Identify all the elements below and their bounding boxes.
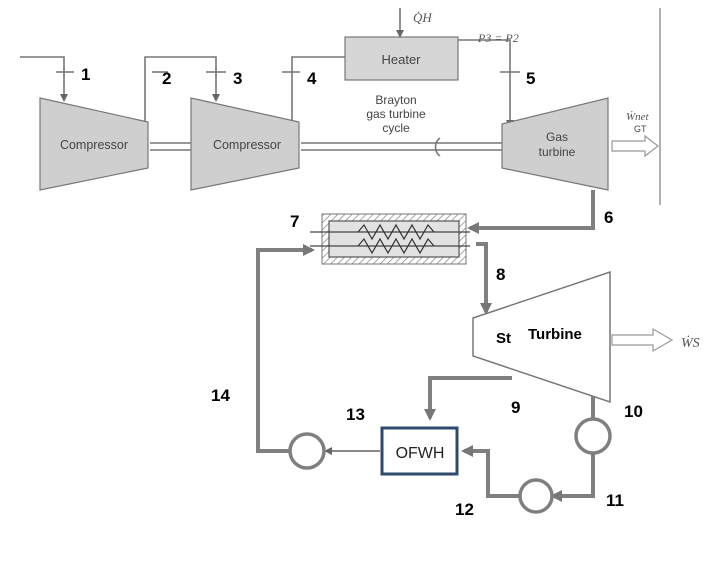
compressor-2-label: Compressor — [213, 138, 281, 152]
state-11: 11 — [606, 491, 624, 510]
steam-turbine — [472, 270, 611, 404]
state-6: 6 — [604, 208, 613, 227]
state-5: 5 — [526, 69, 535, 88]
gas-turbine-label-1: Gas — [546, 130, 568, 144]
gas-turbine-label-2: turbine — [539, 145, 576, 159]
heater-label: Heater — [381, 52, 421, 67]
brayton-caption-3: cycle — [382, 121, 410, 135]
brayton-pipes — [20, 8, 520, 157]
gas-turbine — [501, 97, 609, 191]
gt-work-arrow — [611, 134, 659, 158]
pump-low-pressure — [518, 478, 554, 514]
state-9: 9 — [511, 398, 520, 417]
pump-condensate — [574, 417, 612, 455]
state-3: 3 — [233, 69, 242, 88]
gt-work-subscript: GT — [634, 124, 647, 134]
st-work-symbol: ẆS — [681, 334, 700, 351]
compressor-1-label: Compressor — [60, 138, 128, 152]
state-13: 13 — [346, 405, 365, 424]
brayton-caption-2: gas turbine — [366, 107, 426, 121]
st-work-arrow — [611, 327, 674, 353]
brayton-caption-1: Brayton — [375, 93, 416, 107]
heater — [344, 36, 459, 81]
heat-exchanger — [310, 213, 470, 265]
steam-turbine-st-label: St — [496, 330, 511, 347]
state-7: 7 — [290, 212, 299, 231]
state-8: 8 — [496, 265, 505, 284]
compressor-2 — [190, 97, 300, 191]
pressure-equation: P3 = P2 — [477, 31, 519, 45]
pump-feedwater — [288, 432, 326, 470]
state-14: 14 — [211, 386, 230, 405]
ofwh-label: OFWH — [396, 445, 445, 462]
ofwh — [380, 426, 459, 476]
gt-work-symbol: Ẇnet — [626, 111, 650, 123]
compressor-1 — [39, 97, 149, 191]
state-1: 1 — [81, 65, 90, 84]
state-10: 10 — [624, 402, 643, 421]
state-2: 2 — [162, 69, 171, 88]
steam-turbine-label: Turbine — [528, 326, 582, 343]
state-12: 12 — [455, 500, 474, 519]
state-4: 4 — [307, 69, 317, 88]
heat-input-symbol: Q̇H — [413, 10, 432, 25]
state-labels: 1 2 3 4 5 6 7 8 9 10 11 12 13 14 — [81, 65, 643, 519]
